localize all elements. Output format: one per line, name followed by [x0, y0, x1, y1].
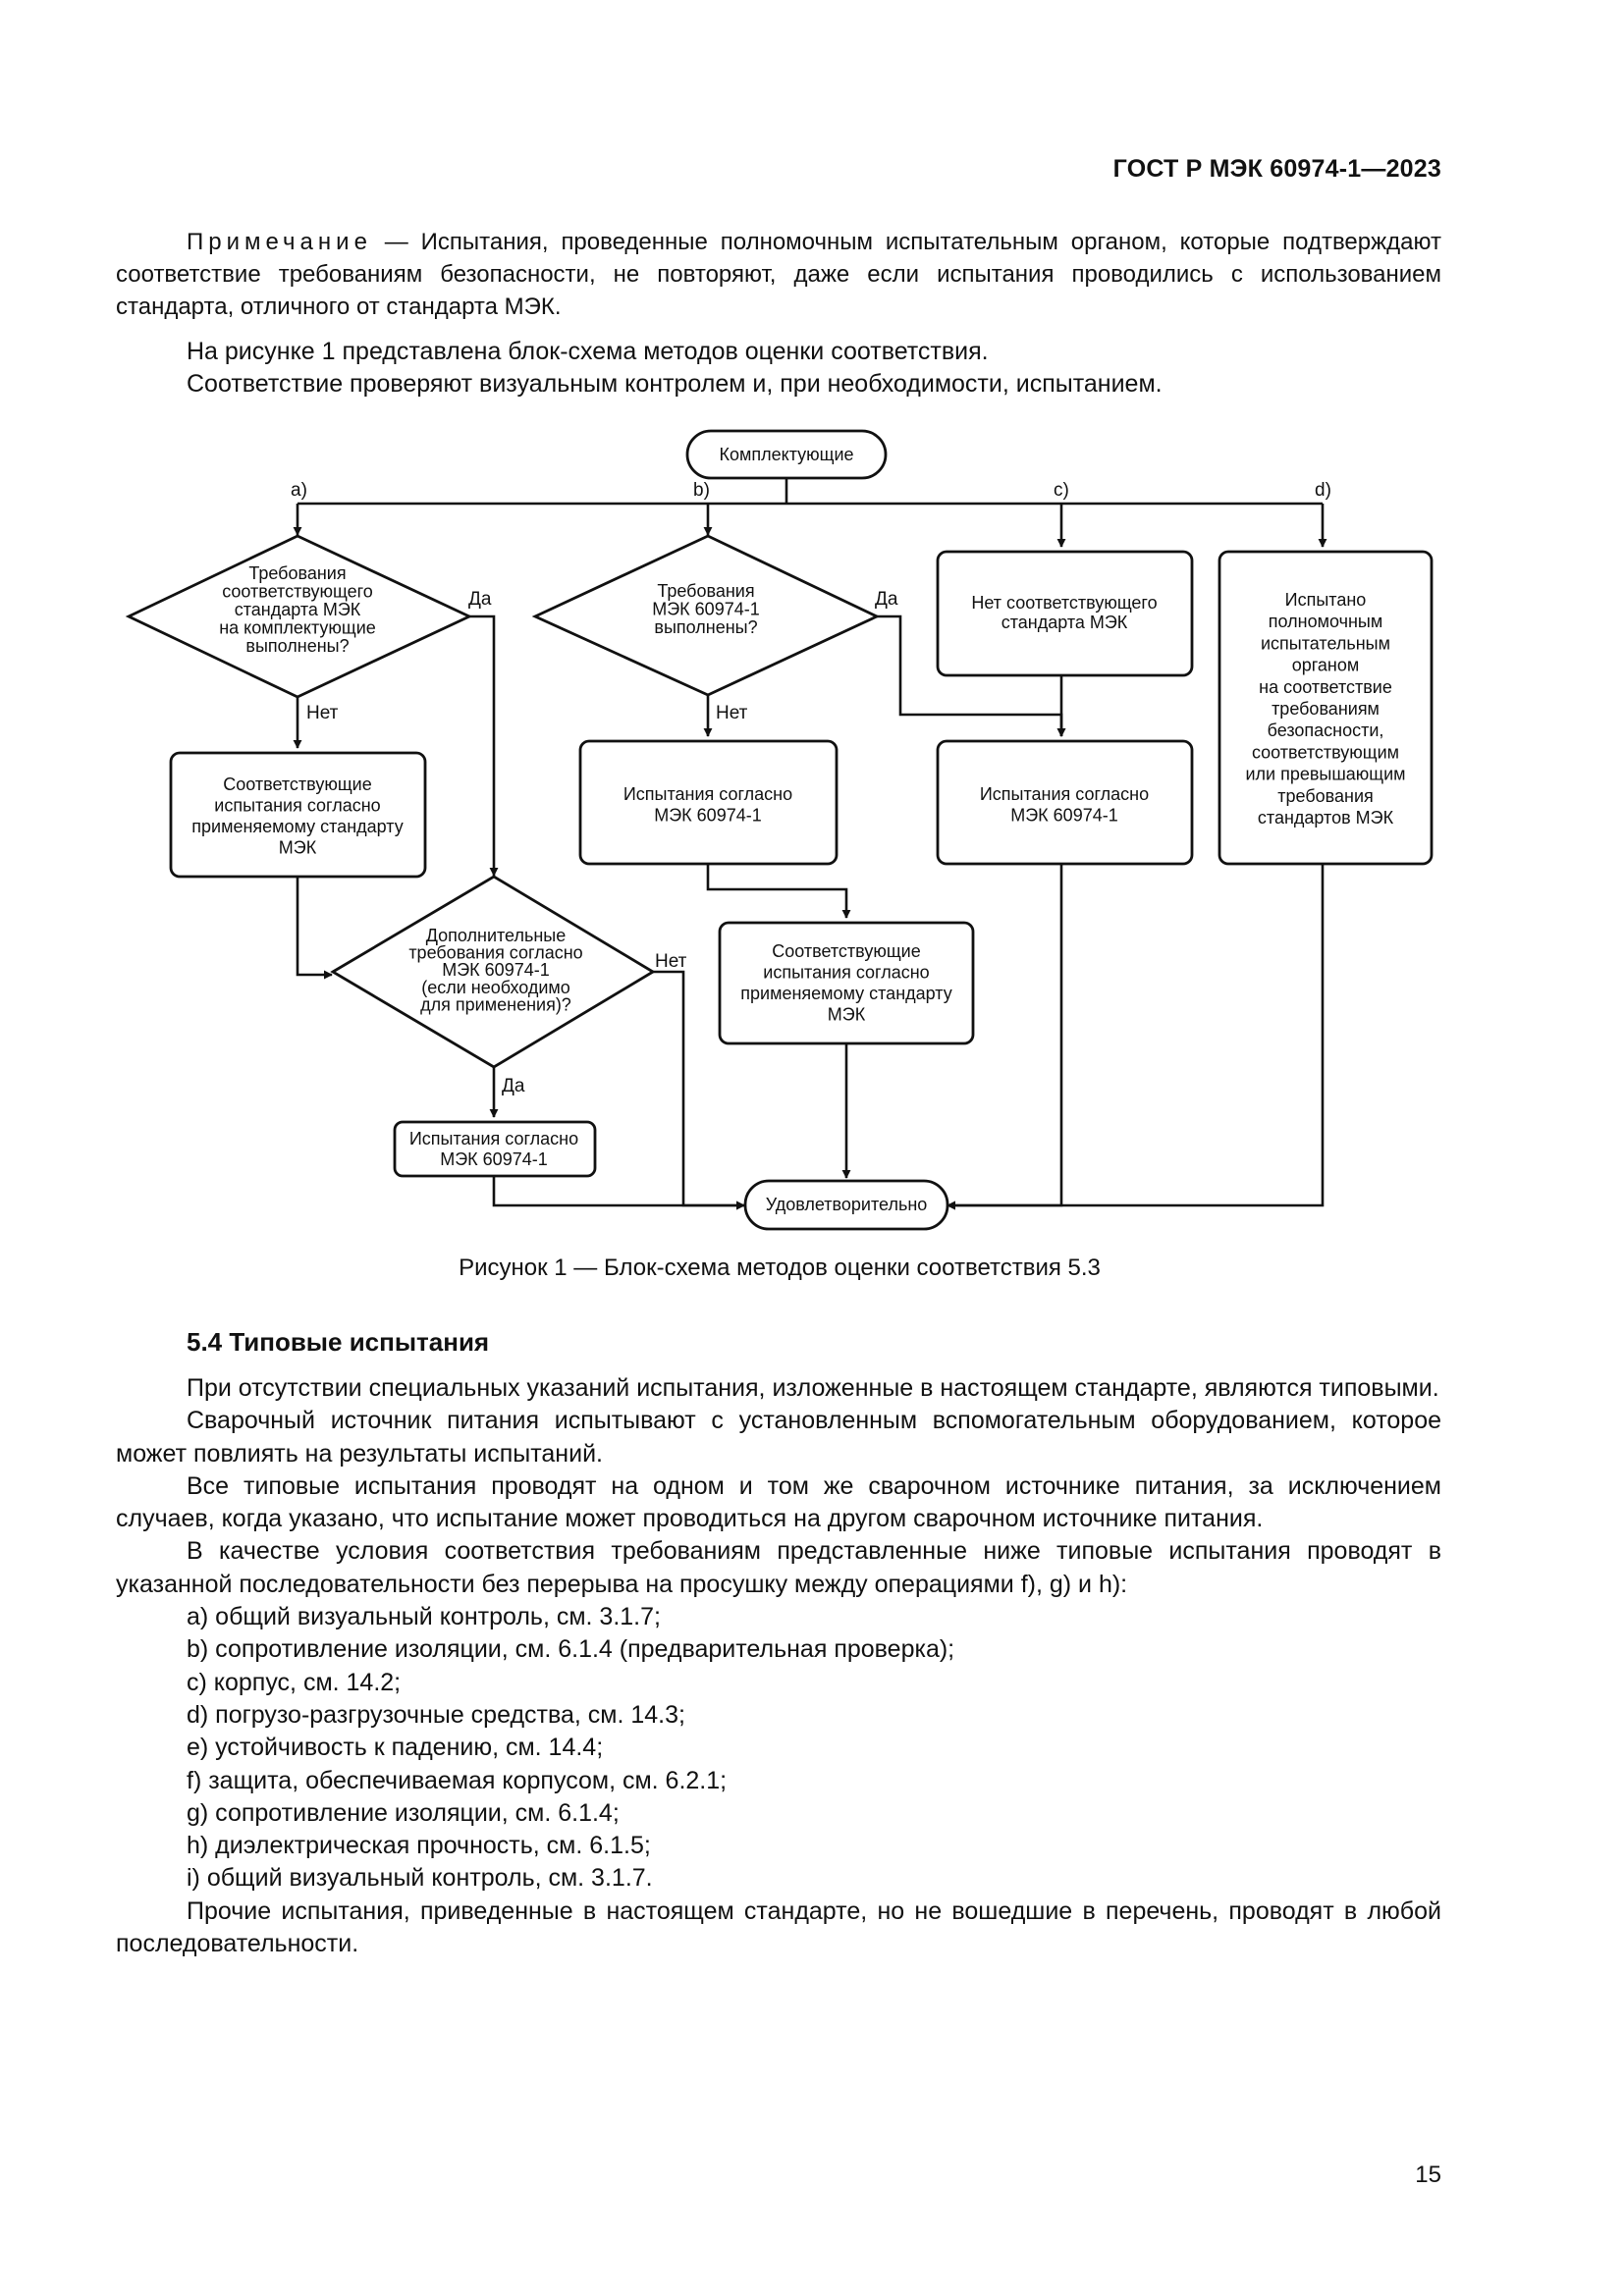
- box-a-tests-standard: [169, 751, 427, 879]
- section-title: 5.4 Типовые испытания: [187, 1327, 490, 1357]
- page-number: 15: [1415, 2162, 1441, 2188]
- arrow-d-to-end: [947, 864, 1325, 1210]
- box-c-bottom-text: МЭК 60974-1: [1010, 806, 1117, 826]
- box-c-top-text: стандарта МЭК: [1001, 613, 1128, 632]
- note-paragraph: Примечание — Испытания, проведенные полн…: [116, 226, 1441, 323]
- decision-diamond-extra: [330, 875, 656, 1069]
- branch-label-d: d): [1315, 480, 1331, 501]
- no-label-b: Нет: [716, 703, 748, 723]
- box-c-bottom-text: Испытания согласно: [980, 784, 1149, 804]
- box-extra-yes-text: Испытания согласно: [409, 1129, 578, 1148]
- start-terminal: [685, 429, 888, 480]
- box-b-no-text: Испытания согласно: [623, 784, 792, 804]
- diamond-b-text: Требования: [657, 581, 754, 601]
- diamond-a-text: Требования: [248, 563, 346, 583]
- list-item: c) корпус, см. 14.2;: [187, 1668, 402, 1696]
- arrow-a-yes: [469, 614, 499, 877]
- box-b-next-text: Соответствующие: [772, 941, 920, 961]
- list-item: i) общий визуальный контроль, см. 3.1.7.: [187, 1864, 653, 1893]
- box-b-next-text: МЭК: [828, 1005, 866, 1025]
- diamond-extra-text: (если необходимо: [421, 978, 570, 997]
- diamond-extra-text: МЭК 60974-1: [442, 960, 549, 980]
- box-d-tested-by-authority: [1218, 550, 1434, 866]
- list-item: g) сопротивление изоляции, см. 6.1.4;: [187, 1798, 620, 1827]
- box-d-text: стандартов МЭК: [1258, 808, 1394, 828]
- branch-label-b: b): [693, 480, 710, 501]
- decision-diamond-a: [125, 534, 473, 699]
- box-a-no-text: испытания согласно: [214, 796, 380, 816]
- diamond-b-text: МЭК 60974-1: [652, 600, 759, 619]
- box-b-next-text: применяемому стандарту: [740, 984, 951, 1003]
- section-body: При отсутствии специальных указаний испы…: [116, 1372, 1441, 1960]
- box-d-text: полномочным: [1269, 612, 1382, 631]
- box-c-no-standard: [936, 550, 1194, 677]
- box-d-text: испытательным: [1261, 633, 1390, 653]
- figure-caption: Рисунок 1 — Блок-схема методов оценки со…: [459, 1255, 1101, 1281]
- box-d-text: безопасности,: [1268, 721, 1384, 740]
- box-d-text: соответствующим: [1252, 742, 1399, 762]
- box-b-next-text: испытания согласно: [763, 963, 929, 983]
- list-item: f) защита, обеспечиваемая корпусом, см. …: [187, 1766, 728, 1794]
- diamond-extra-text: для применения)?: [420, 994, 571, 1014]
- list-item: a) общий визуальный контроль, см. 3.1.7;: [187, 1603, 661, 1631]
- section-paragraph-3: Все типовые испытания проводят на одном …: [116, 1471, 1441, 1533]
- section-paragraph-4: В качестве условия соответствия требован…: [116, 1537, 1441, 1598]
- list-item: h) диэлектрическая прочность, см. 6.1.5;: [187, 1832, 651, 1860]
- diamond-a-text: соответствующего: [222, 582, 373, 602]
- section-paragraph-5: Прочие испытания, приведенные в настояще…: [116, 1896, 1441, 1958]
- diamond-a-text: выполнены?: [245, 636, 349, 656]
- box-d-text: Испытано: [1285, 590, 1367, 610]
- box-d-text: на соответствие: [1259, 677, 1392, 697]
- diamond-b-text: выполнены?: [654, 617, 757, 637]
- diamond-a-text: стандарта МЭК: [235, 600, 361, 619]
- arrow-a-box-to-extra: [296, 877, 333, 980]
- note-label: Примечание: [187, 229, 372, 255]
- list-item: d) погрузо-разгрузочные средства, см. 14…: [187, 1700, 685, 1729]
- note-text: — Испытания, проведенные полномочным исп…: [116, 229, 1441, 320]
- decision-diamond-b: [531, 534, 881, 697]
- yes-label-a: Да: [468, 589, 492, 610]
- section-paragraph-2: Сварочный источник питания испытывают с …: [116, 1407, 1441, 1468]
- box-extra-tests-60974: [393, 1120, 597, 1178]
- diamond-extra-text: требования согласно: [408, 943, 582, 963]
- yes-label-b: Да: [875, 589, 898, 610]
- diamond-extra-text: Дополнительные: [426, 926, 567, 945]
- end-terminal: [743, 1179, 949, 1231]
- arrow-b-box-to-next: [706, 864, 851, 919]
- yes-label-extra: Да: [502, 1076, 525, 1096]
- end-label: Удовлетворительно: [766, 1195, 928, 1214]
- section-paragraph-1: При отсутствии специальных указаний испы…: [187, 1374, 1439, 1402]
- intro-line-1: На рисунке 1 представлена блок-схема мет…: [187, 338, 989, 365]
- box-b-tests-60974: [578, 739, 839, 866]
- diamond-a-text: на комплектующие: [219, 618, 376, 638]
- document-code: ГОСТ Р МЭК 60974-1—2023: [1112, 155, 1441, 183]
- box-c-top-text: Нет соответствующего: [971, 593, 1157, 613]
- box-c-tests-60974: [936, 739, 1194, 866]
- no-label-a: Нет: [306, 703, 339, 723]
- intro-line-2: Соответствие проверяют визуальным контро…: [187, 370, 1163, 398]
- box-extra-yes-text: МЭК 60974-1: [440, 1149, 547, 1169]
- arrow-extra-box-to-end: [492, 1176, 745, 1210]
- box-a-no-text: Соответствующие: [223, 774, 371, 794]
- list-item: b) сопротивление изоляции, см. 6.1.4 (пр…: [187, 1635, 955, 1664]
- list-item: e) устойчивость к падению, см. 14.4;: [187, 1734, 604, 1762]
- branch-label-a: a): [291, 480, 307, 501]
- box-d-text: требования: [1277, 786, 1374, 806]
- no-label-extra: Нет: [655, 951, 687, 972]
- box-d-text: органом: [1292, 656, 1360, 675]
- branch-label-c: c): [1054, 480, 1069, 501]
- start-label: Комплектующие: [719, 445, 853, 464]
- box-b-no-text: МЭК 60974-1: [654, 806, 761, 826]
- box-d-text: требованиям: [1272, 699, 1380, 719]
- box-d-text: или превышающим: [1245, 765, 1405, 784]
- box-a-no-text: МЭК: [279, 838, 317, 858]
- box-a-no-text: применяемому стандарту: [191, 817, 403, 836]
- box-b-tests-standard: [718, 921, 975, 1045]
